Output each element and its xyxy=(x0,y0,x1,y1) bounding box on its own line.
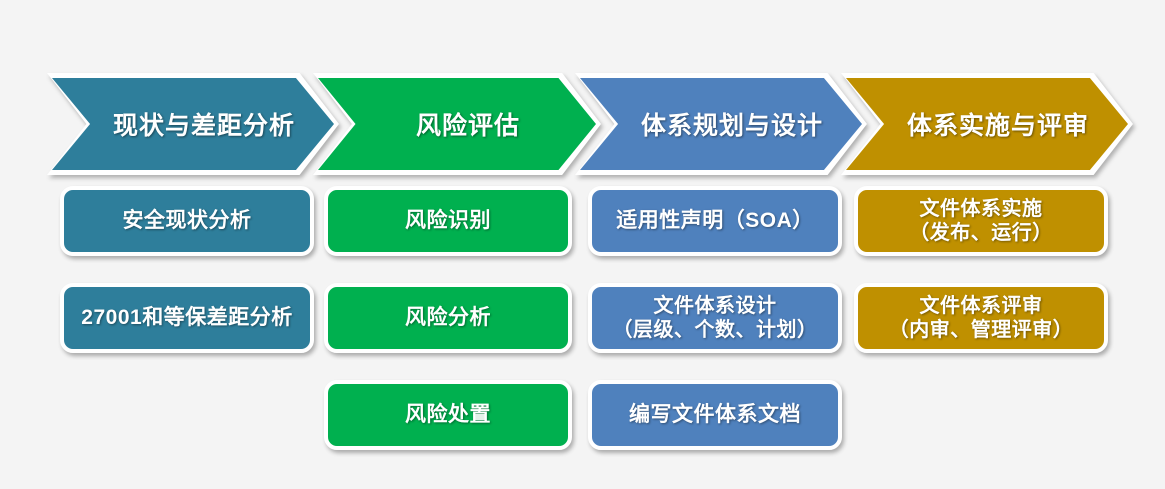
task-label: 27001和等保差距分析 xyxy=(81,306,293,330)
phase-chevron-2[interactable]: 风险评估 xyxy=(313,73,601,175)
task-box[interactable]: 适用性声明（SOA） xyxy=(588,186,842,256)
task-label: 文件体系实施 （发布、运行） xyxy=(909,197,1053,244)
phase-chevron-body xyxy=(580,78,862,170)
phase-chevron-1[interactable]: 现状与差距分析 xyxy=(47,73,339,175)
phase-label: 现状与差距分析 xyxy=(112,112,295,140)
phase-chevron-body xyxy=(52,78,334,170)
task-box[interactable]: 文件体系实施 （发布、运行） xyxy=(854,186,1108,256)
task-box[interactable]: 文件体系设计 （层级、个数、计划） xyxy=(588,283,842,353)
phase-chevron-body xyxy=(318,78,596,170)
phase-label: 体系规划与设计 xyxy=(640,112,823,140)
phase-chevron-4[interactable]: 体系实施与评审 xyxy=(841,73,1133,175)
task-box[interactable]: 风险识别 xyxy=(324,186,572,256)
phase-label: 体系实施与评审 xyxy=(906,112,1089,140)
task-label: 安全现状分析 xyxy=(122,209,252,233)
task-label: 风险处置 xyxy=(405,403,491,427)
task-label: 编写文件体系文档 xyxy=(629,403,801,427)
phase-chevron-body xyxy=(846,78,1128,170)
task-label: 适用性声明（SOA） xyxy=(616,209,814,233)
task-box[interactable]: 27001和等保差距分析 xyxy=(60,283,314,353)
task-label: 风险识别 xyxy=(405,209,491,233)
task-box[interactable]: 风险分析 xyxy=(324,283,572,353)
task-label: 文件体系评审 （内审、管理评审） xyxy=(888,294,1074,341)
phase-chevron-row: 现状与差距分析 风险评估 体系规划与设计 体系实施与评审 xyxy=(0,73,1165,175)
task-box[interactable]: 编写文件体系文档 xyxy=(588,380,842,450)
task-box[interactable]: 风险处置 xyxy=(324,380,572,450)
phase-chevron-3[interactable]: 体系规划与设计 xyxy=(575,73,867,175)
task-box[interactable]: 文件体系评审 （内审、管理评审） xyxy=(854,283,1108,353)
task-label: 文件体系设计 （层级、个数、计划） xyxy=(612,294,818,341)
task-label: 风险分析 xyxy=(405,306,491,330)
task-box[interactable]: 安全现状分析 xyxy=(60,186,314,256)
phase-label: 风险评估 xyxy=(415,112,520,140)
